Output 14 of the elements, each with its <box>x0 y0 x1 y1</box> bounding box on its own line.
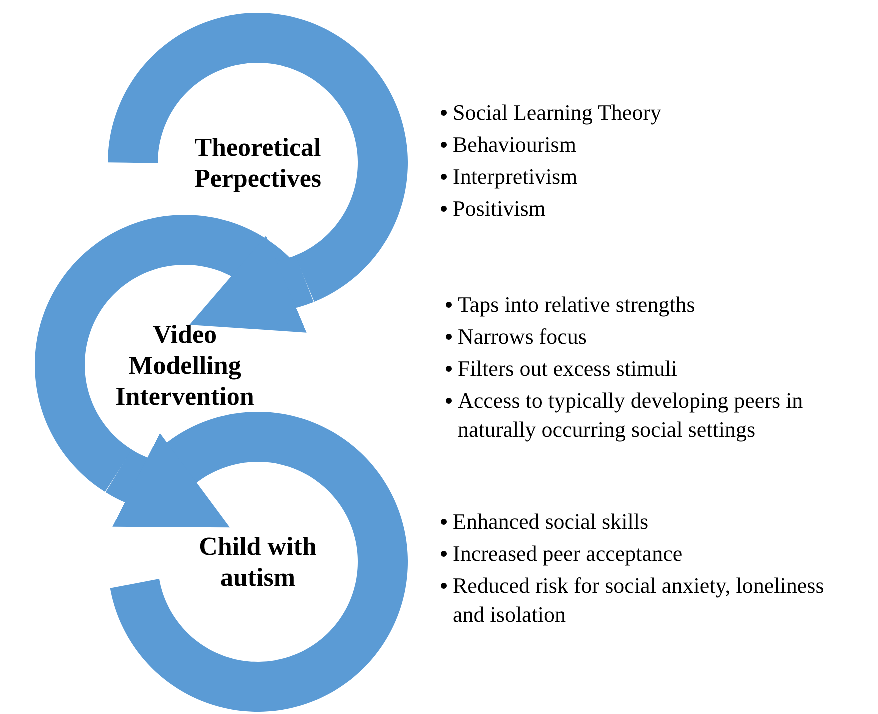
bullet-item: Social Learning Theory <box>453 99 663 127</box>
bullet-item: Access to typically developing peers in naturally occurring social settings <box>458 387 804 444</box>
bullet-item: Interpretivism <box>453 163 579 191</box>
stage-label: Theoretical Perpectives <box>193 132 323 194</box>
bullet-item: Positivism <box>453 195 547 223</box>
bullet-item: Narrows focus <box>458 323 588 351</box>
bullet-item: Behaviourism <box>453 131 578 159</box>
stage-label: Video Modelling Intervention <box>114 318 256 412</box>
bullet-item: Taps into relative strengths <box>458 291 696 319</box>
bullet-item: Increased peer acceptance <box>453 540 684 568</box>
bullet-item: Filters out excess stimuli <box>458 355 678 383</box>
bullet-item: Reduced risk for social anxiety, loneliness and isolation <box>453 572 826 629</box>
stage-label: Child with autism <box>198 531 318 593</box>
bullet-item: Enhanced social skills <box>453 508 650 536</box>
